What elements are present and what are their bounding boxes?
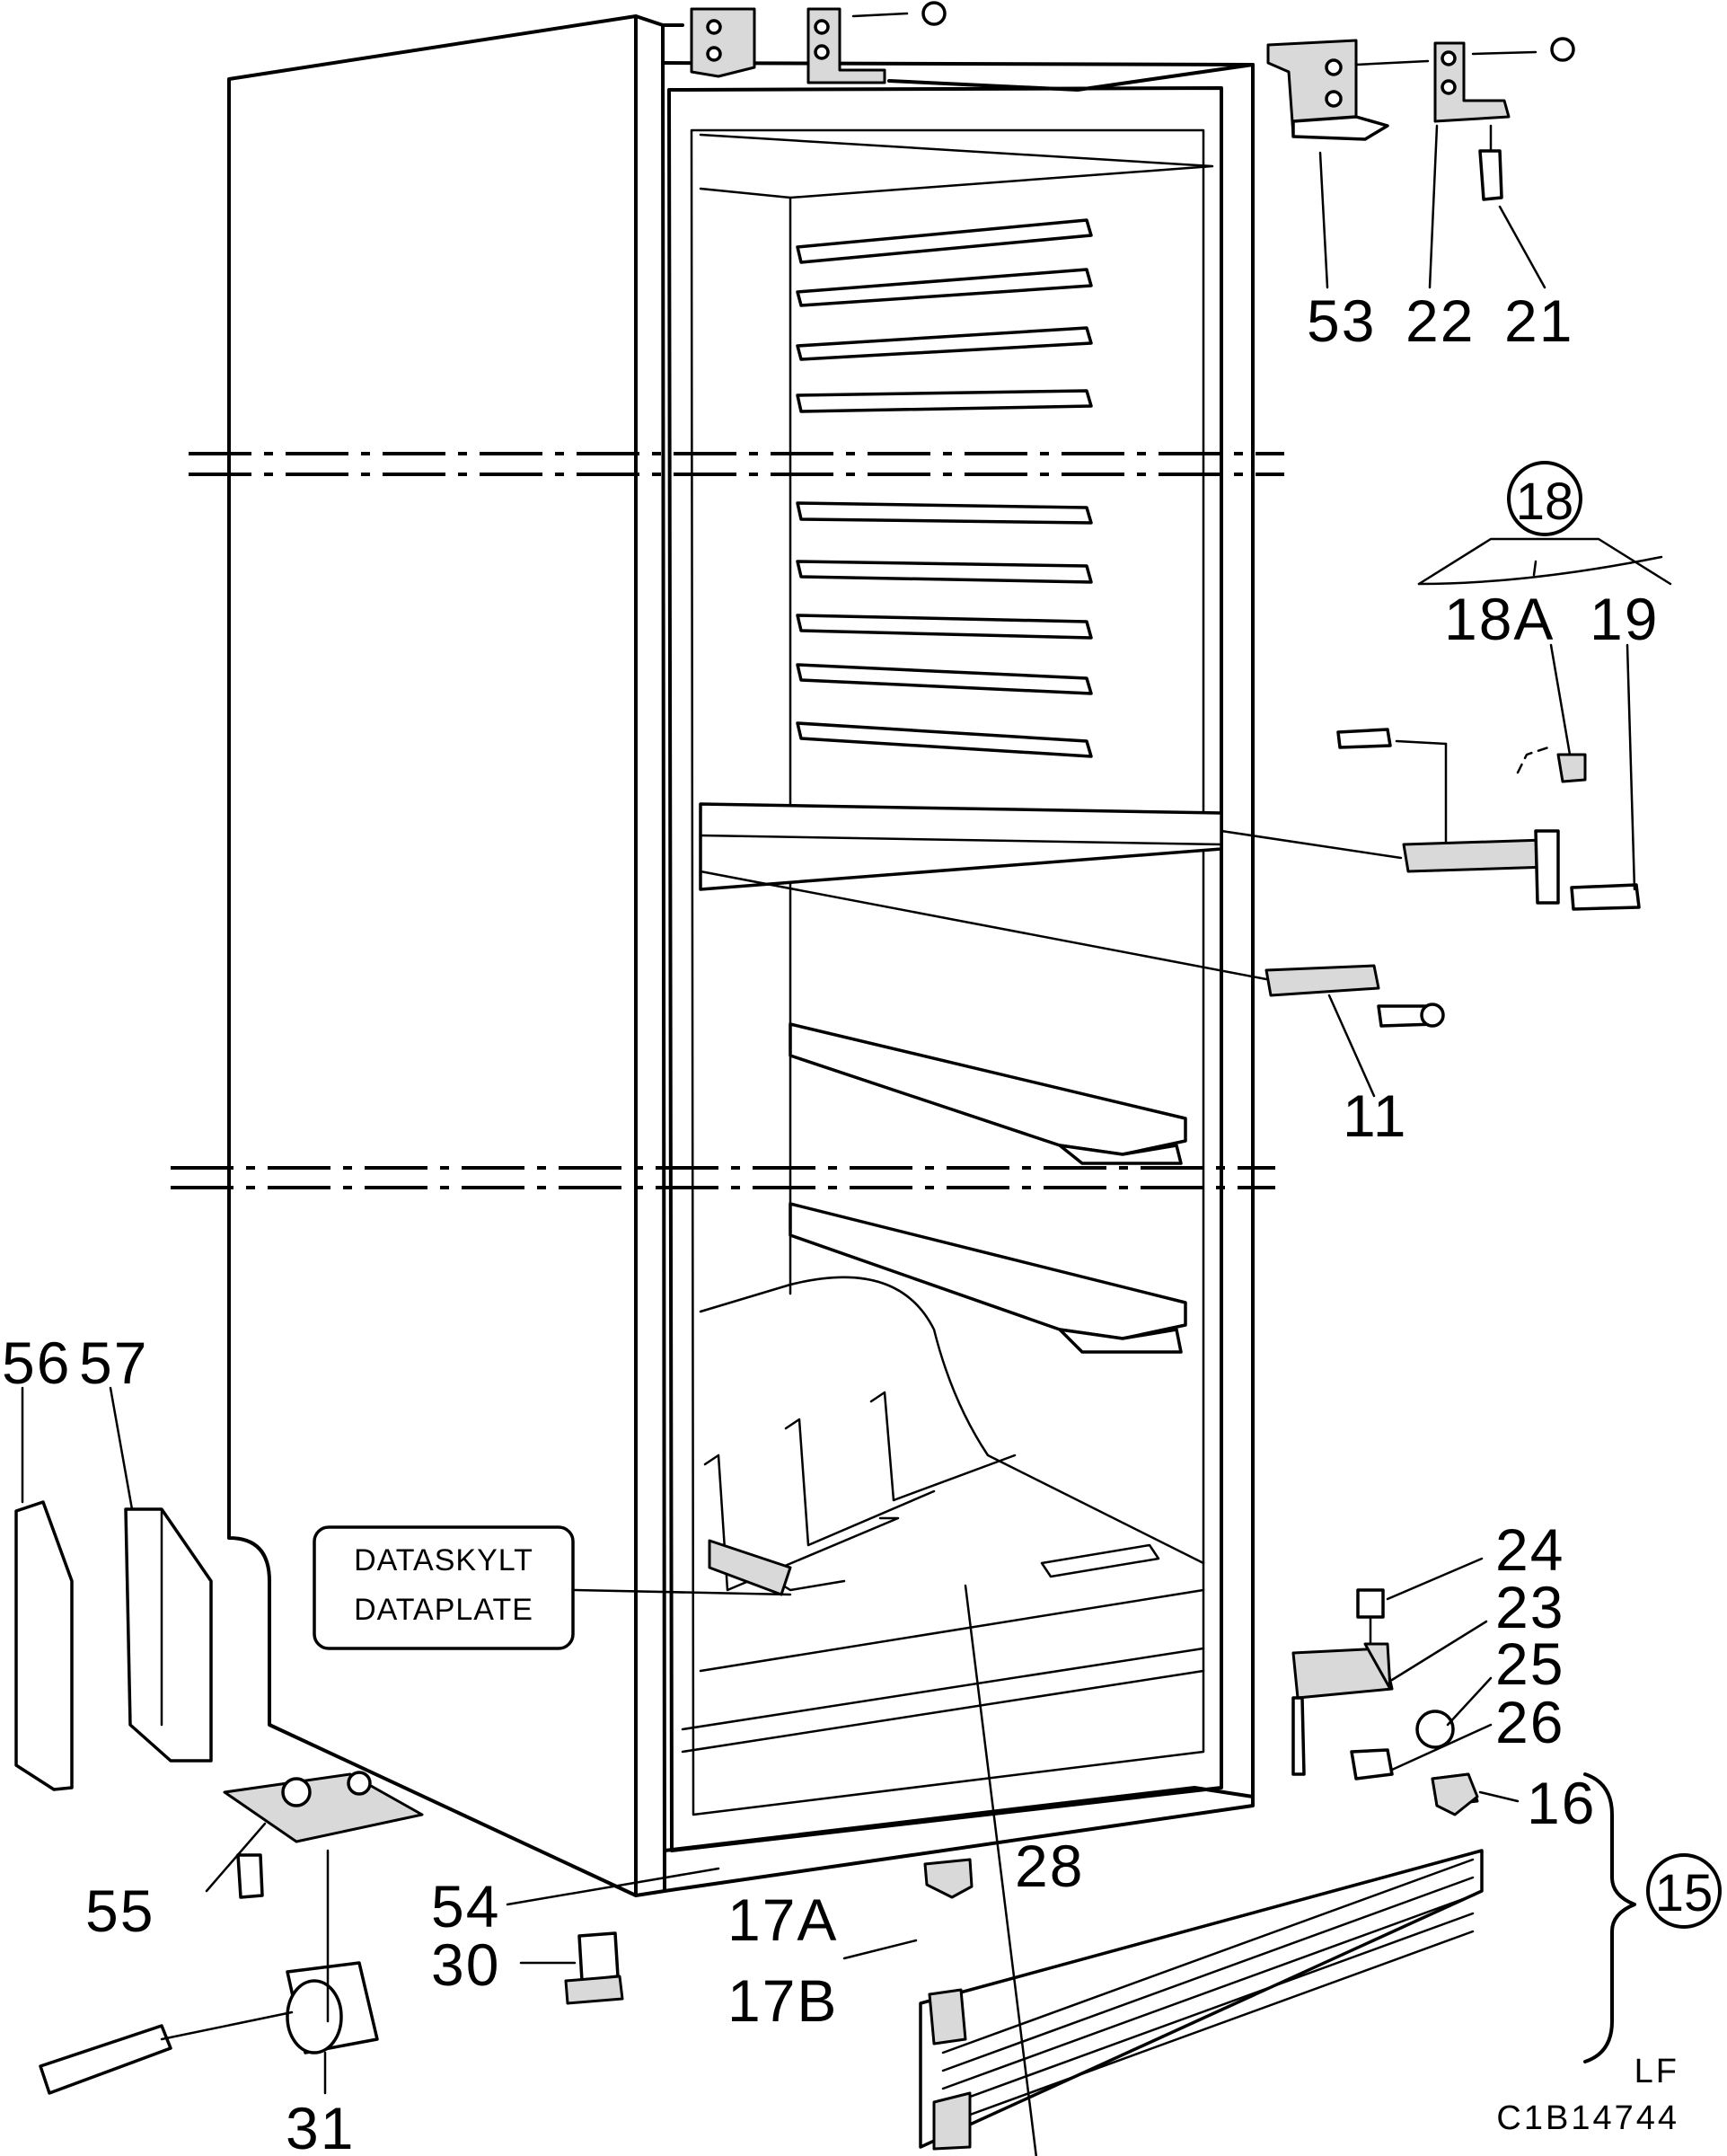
callout-11: 11 — [1343, 1082, 1408, 1149]
lower-shelf-rails — [789, 1022, 1187, 1354]
callout-16: 16 — [1527, 1770, 1596, 1836]
data-plate-box: DATASKYLT DATAPLATE — [313, 1525, 575, 1650]
kick-plate-grille — [919, 1772, 1484, 2151]
data-plate-line2: DATAPLATE — [354, 1593, 533, 1627]
callout-56: 56 — [2, 1330, 71, 1396]
callout-31: 31 — [286, 2095, 355, 2156]
bottom-coils — [703, 1391, 1160, 1596]
callout-labels: 53 22 21 18 18A 19 11 56 57 24 23 25 26 … — [2, 287, 1713, 2156]
callout-28-visible: 28 — [1015, 1833, 1084, 1899]
leader-lines — [21, 124, 1636, 2156]
bottom-hinge-right — [1291, 1588, 1479, 1807]
callout-25: 25 — [1495, 1630, 1564, 1697]
cabinet — [227, 14, 1255, 1897]
callout-21: 21 — [1504, 287, 1573, 354]
top-hinge-left — [690, 1, 947, 84]
upper-shelf-rails — [796, 218, 1093, 758]
parts-56-57 — [14, 1500, 213, 1791]
callout-57: 57 — [79, 1330, 148, 1396]
callout-15: 15 — [1655, 1864, 1714, 1922]
callout-55: 55 — [85, 1878, 154, 1944]
callout-54: 54 — [431, 1873, 500, 1940]
callout-18A: 18A — [1444, 586, 1555, 652]
footer-code-id: C1B14744 — [1496, 2099, 1679, 2137]
callout-22: 22 — [1405, 287, 1475, 354]
callout-53: 53 — [1307, 287, 1376, 354]
bottom-hinge-left — [39, 1771, 624, 2095]
callout-17A: 17A — [727, 1886, 838, 1953]
data-plate-line1: DATASKYLT — [354, 1543, 533, 1577]
callout-24: 24 — [1495, 1516, 1564, 1583]
top-hinge-right — [1266, 37, 1575, 201]
part-11-bracket — [699, 870, 1445, 1028]
callout-18: 18 — [1516, 473, 1574, 531]
callout-circle-18 — [1507, 461, 1582, 536]
middle-hinge — [1220, 537, 1672, 911]
callout-17B: 17B — [727, 1967, 838, 2034]
callout-30: 30 — [431, 1931, 500, 1998]
callout-23: 23 — [1495, 1574, 1564, 1640]
callout-26: 26 — [1495, 1689, 1564, 1755]
callout-19: 19 — [1590, 586, 1659, 652]
footer-code-lf: LF — [1634, 2053, 1679, 2090]
callout-circle-15 — [1646, 1853, 1722, 1929]
